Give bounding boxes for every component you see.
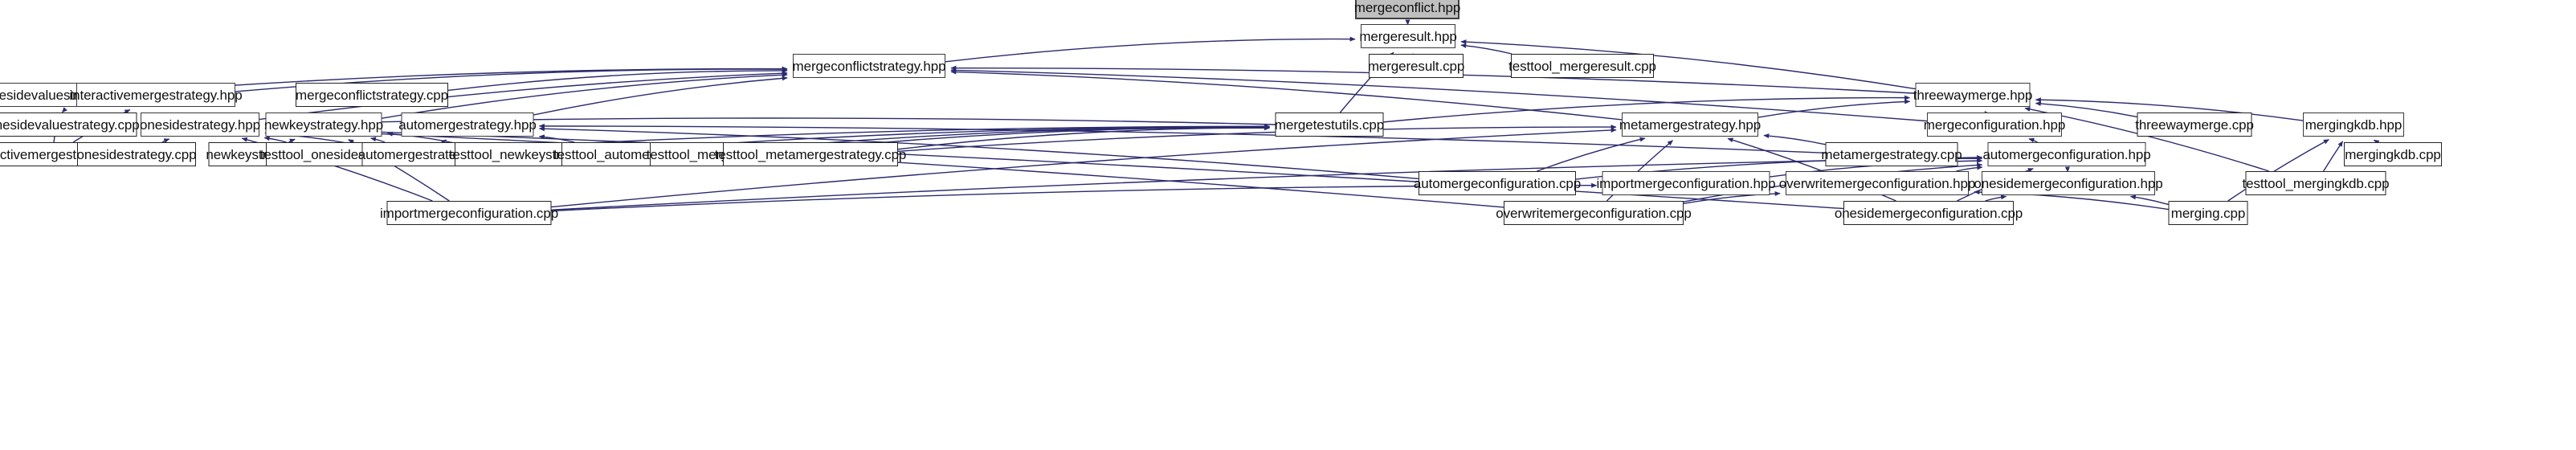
- graph-node-mergeconfiguration-hpp[interactable]: mergeconfiguration.hpp: [1923, 112, 2066, 137]
- graph-node-importmergeconfiguration-cpp[interactable]: importmergeconfiguration.cpp: [380, 201, 558, 225]
- graph-node-label: mergetestutils.cpp: [1274, 117, 1385, 133]
- graph-node-threewaymerge-cpp[interactable]: threewaymerge.cpp: [2135, 112, 2254, 137]
- graph-node-testtool-metamergestrategy-cpp[interactable]: testtool_metamergestrategy.cpp: [715, 142, 906, 166]
- graph-edge: [1763, 133, 1826, 145]
- graph-node-onesidemergeconfiguration-hpp[interactable]: onesidemergeconfiguration.hpp: [1974, 171, 2163, 195]
- graph-edge: [1460, 43, 1513, 55]
- graph-node-label: testtool_mergingkdb.cpp: [2242, 175, 2390, 191]
- graph-node-onesidevaluestrategy-cpp[interactable]: onesidevaluestrategy.cpp: [0, 112, 140, 137]
- graph-edge: [533, 76, 788, 116]
- graph-node-mergeconflictstrategy-hpp[interactable]: mergeconflictstrategy.hpp: [792, 54, 946, 78]
- graph-node-mergetestutils-cpp[interactable]: mergetestutils.cpp: [1274, 112, 1385, 137]
- graph-node-label: overwritemergeconfiguration.hpp: [1778, 175, 1976, 191]
- graph-edge: [1757, 99, 1911, 118]
- graph-node-metamergestrategy-hpp[interactable]: metamergestrategy.hpp: [1619, 112, 1762, 137]
- graph-node-label: mergeconflict.hpp: [1353, 0, 1461, 15]
- graph-node-label: newkeystrategy.hpp: [263, 117, 384, 133]
- graph-node-label: metamergestrategy.cpp: [1821, 146, 1962, 162]
- graph-node-label: importmergeconfiguration.cpp: [379, 205, 559, 221]
- graph-node-label: onesidemergeconfiguration.cpp: [1834, 205, 2023, 221]
- graph-node-testtool-mergingkdb-cpp[interactable]: testtool_mergingkdb.cpp: [2243, 171, 2390, 195]
- graph-node-onesidemergeconfiguration-cpp[interactable]: onesidemergeconfiguration.cpp: [1835, 201, 2023, 225]
- graph-node-label: onesidevaluestrategy.cpp: [0, 117, 140, 133]
- graph-node-label: mergeresult.hpp: [1359, 28, 1457, 44]
- graph-edge: [2129, 194, 2169, 206]
- graph-node-importmergeconfiguration-hpp[interactable]: importmergeconfiguration.hpp: [1596, 171, 1776, 195]
- graph-node-mergeconflictstrategy-cpp[interactable]: mergeconflictstrategy.cpp: [296, 83, 448, 107]
- graph-node-label: automergestrategy.hpp: [398, 117, 537, 133]
- graph-node-testtool-mergeresult-cpp[interactable]: testtool_mergeresult.cpp: [1508, 54, 1656, 78]
- graph-node-label: testtool_mergeresult.cpp: [1508, 58, 1656, 74]
- graph-node-automergestrategy-hpp[interactable]: automergestrategy.hpp: [398, 112, 537, 137]
- graph-node-label: interactivemergestrategy.hpp: [69, 87, 243, 103]
- graph-node-label: merging.cpp: [2170, 205, 2246, 221]
- graph-node-overwritemergeconfiguration-cpp[interactable]: overwritemergeconfiguration.cpp: [1496, 201, 1692, 225]
- graph-node-onesidestrategy-hpp[interactable]: onesidestrategy.hpp: [140, 112, 260, 137]
- graph-node-merging-cpp[interactable]: merging.cpp: [2168, 201, 2248, 225]
- graph-node-newkeystrategy-hpp[interactable]: newkeystrategy.hpp: [263, 112, 384, 137]
- graph-node-automergeconfiguration-cpp[interactable]: automergeconfiguration.cpp: [1414, 171, 1581, 195]
- graph-node-label: threewaymerge.hpp: [1913, 87, 2033, 103]
- graph-node-label: testtool_metamergestrategy.cpp: [714, 146, 907, 162]
- graph-node-overwritemergeconfiguration-hpp[interactable]: overwritemergeconfiguration.hpp: [1779, 171, 1975, 195]
- graph-edge: [945, 36, 1356, 63]
- graph-node-automergeconfiguration-hpp[interactable]: automergeconfiguration.hpp: [1982, 142, 2151, 166]
- graph-node-threewaymerge-hpp[interactable]: threewaymerge.hpp: [1913, 83, 2033, 107]
- graph-edge: [538, 134, 575, 143]
- graph-edge: [1537, 137, 1646, 172]
- graph-node-label: onesidemergeconfiguration.hpp: [1974, 175, 2163, 191]
- graph-node-label: mergeconflictstrategy.cpp: [296, 87, 448, 103]
- graph-node-label: threewaymerge.cpp: [2135, 117, 2254, 133]
- graph-node-label: onesidestrategy.hpp: [140, 117, 260, 133]
- graph-node-label: onesidestrategy.cpp: [76, 146, 197, 162]
- graph-edge: [264, 126, 1504, 208]
- graph-node-label: overwritemergeconfiguration.cpp: [1496, 205, 1692, 221]
- graph-node-label: mergeconflictstrategy.hpp: [792, 58, 946, 74]
- graph-node-label: mergeconfiguration.hpp: [1923, 117, 2066, 133]
- graph-edge: [897, 125, 1271, 150]
- graph-node-label: mergeresult.cpp: [1367, 58, 1465, 74]
- graph-edge: [264, 125, 1844, 210]
- graph-edge: [447, 68, 788, 92]
- graph-node-onesidestrategy-cpp[interactable]: onesidestrategy.cpp: [76, 142, 197, 166]
- graph-node-label: automergeconfiguration.hpp: [1982, 146, 2151, 162]
- graph-edge: [897, 125, 1617, 153]
- graph-node-label: metamergestrategy.hpp: [1619, 117, 1762, 133]
- graph-node-mergingkdb-hpp[interactable]: mergingkdb.hpp: [2303, 112, 2404, 137]
- graph-node-metamergestrategy-cpp[interactable]: metamergestrategy.cpp: [1821, 142, 1962, 166]
- graph-node-label: importmergeconfiguration.hpp: [1596, 175, 1776, 191]
- graph-node-mergeresult-hpp[interactable]: mergeresult.hpp: [1359, 24, 1457, 48]
- graph-node-mergingkdb-cpp[interactable]: mergingkdb.cpp: [2344, 142, 2442, 166]
- graph-node-label: mergingkdb.hpp: [2305, 117, 2402, 133]
- graph-node-interactivemergestrategy-hpp[interactable]: interactivemergestrategy.hpp: [69, 83, 243, 107]
- graph-node-label: automergeconfiguration.cpp: [1413, 175, 1582, 191]
- graph-node-mergeconflict-hpp[interactable]: mergeconflict.hpp: [1353, 0, 1461, 19]
- graph-node-mergeresult-cpp[interactable]: mergeresult.cpp: [1367, 54, 1465, 78]
- graph-edge: [2323, 141, 2344, 172]
- graph-node-label: mergingkdb.cpp: [2345, 146, 2441, 162]
